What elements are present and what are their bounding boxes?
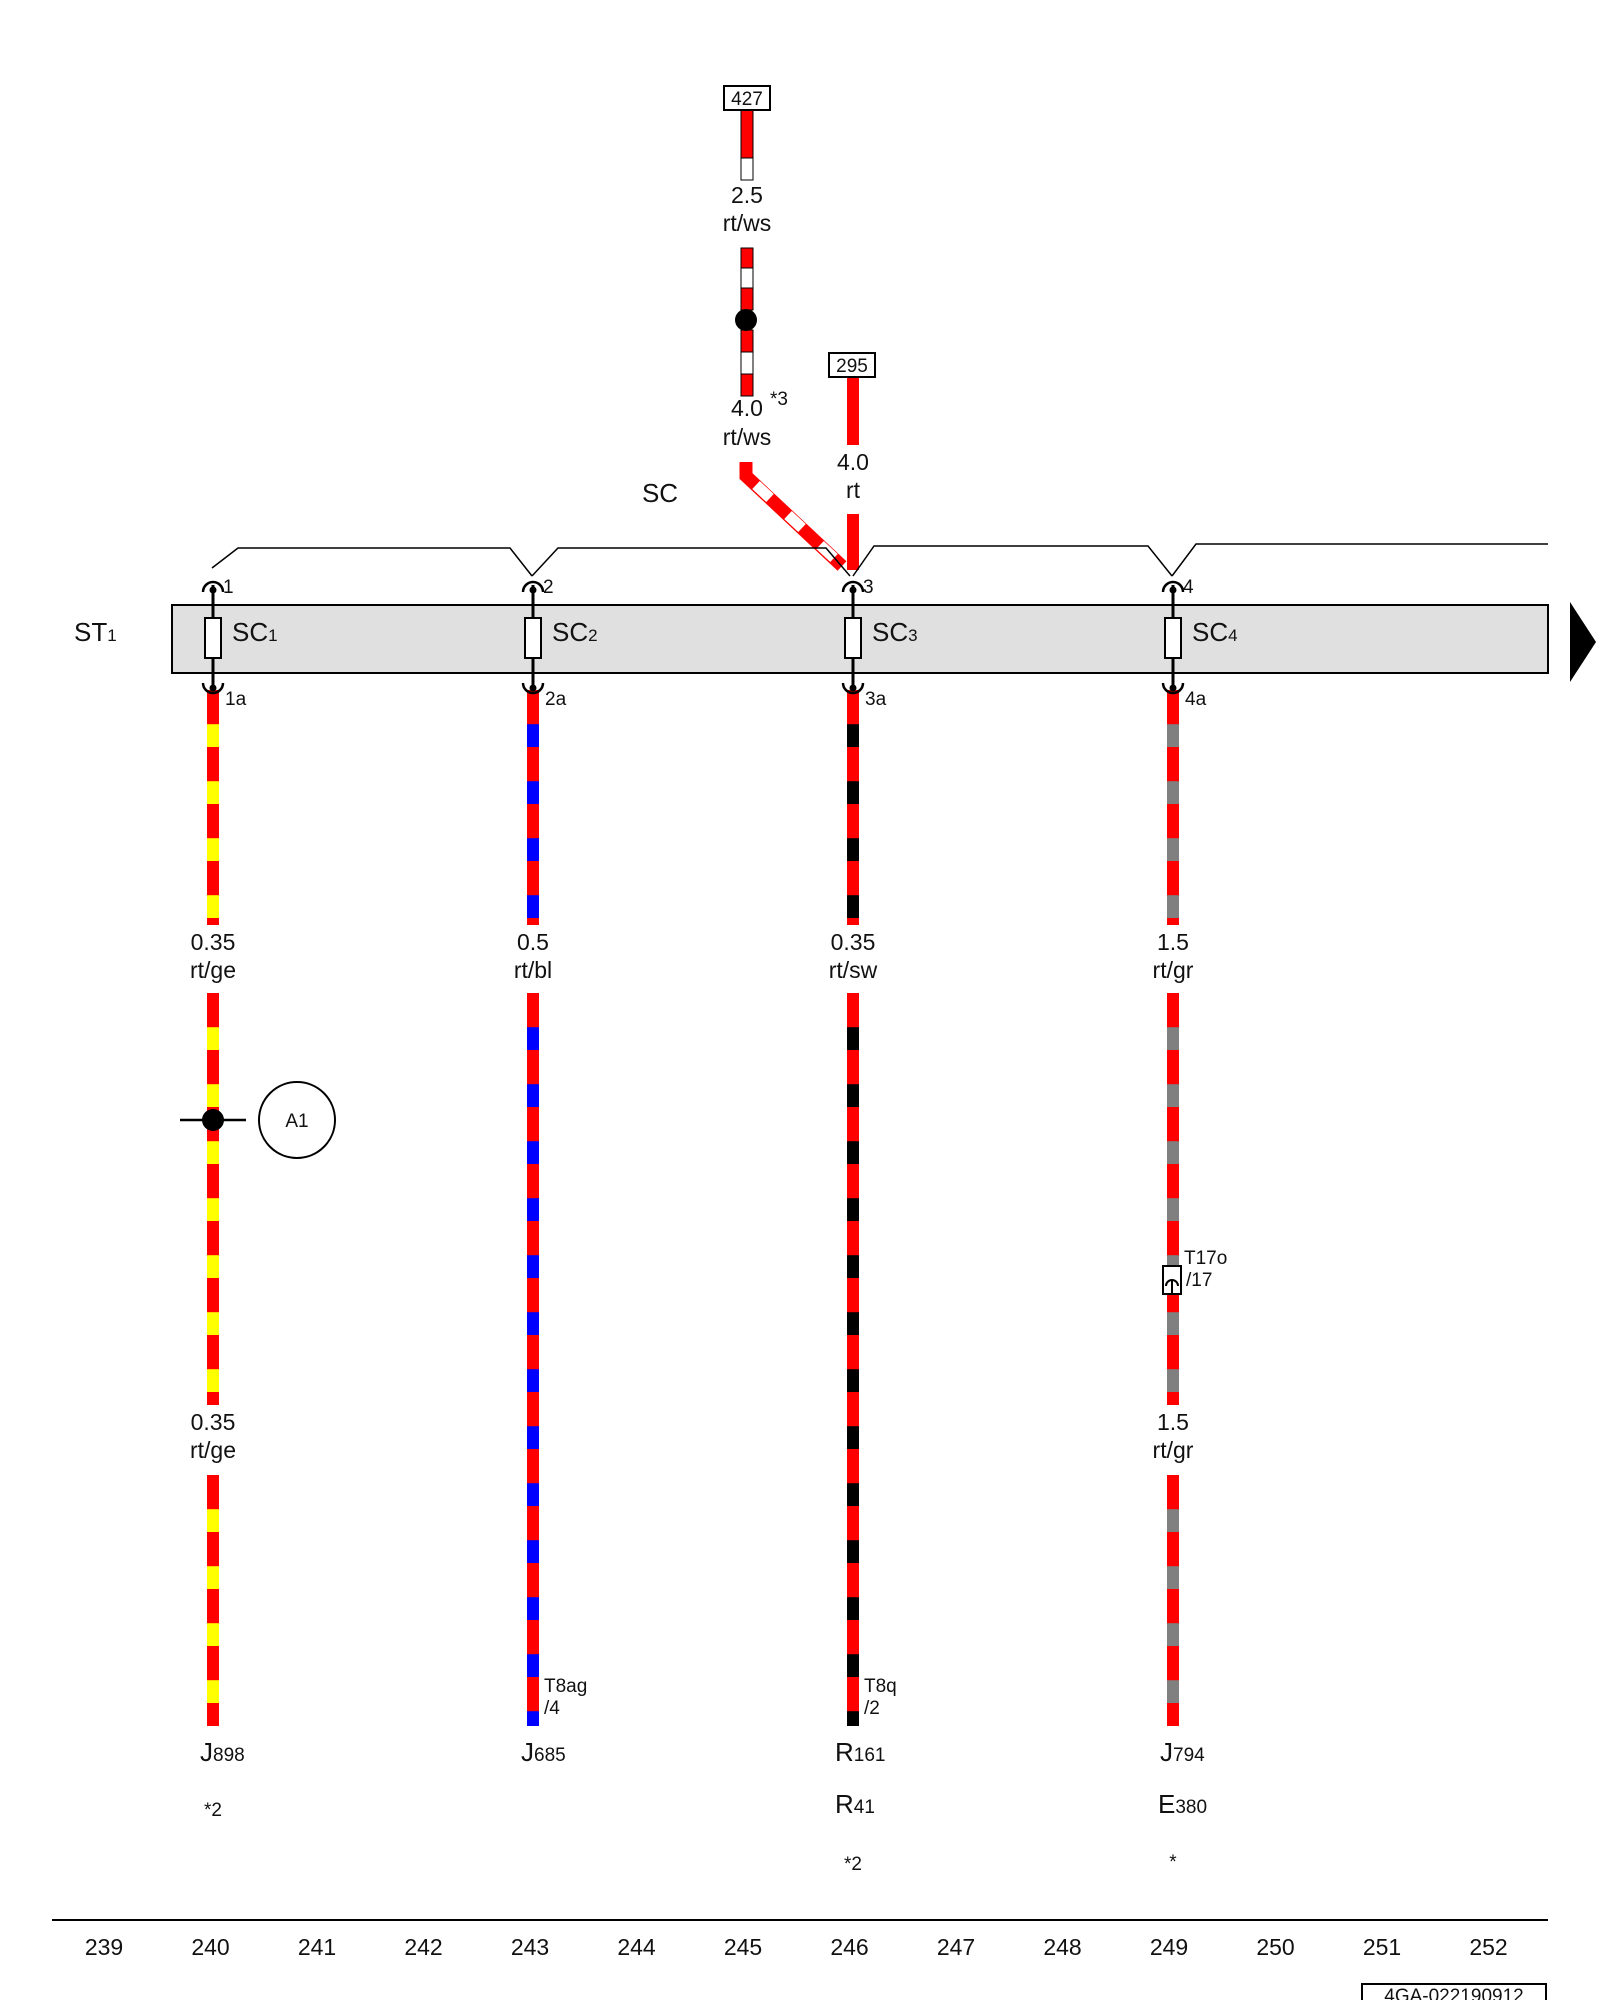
ruler-number: 244 (617, 1934, 656, 1960)
feed427-size-top: 2.5 (731, 182, 763, 208)
c1-w1-size: 0.35 (191, 929, 236, 955)
circuit-3-wire-lower (847, 993, 859, 1726)
fuse-sc4[interactable]: SC4 4 4a (1161, 577, 1238, 710)
c2-w1-color: rt/bl (514, 957, 552, 983)
component-e380: E380 (1158, 1789, 1207, 1819)
fuse-sc2[interactable]: SC2 2 2a (521, 577, 598, 710)
feed427-color-top: rt/ws (723, 210, 772, 236)
fuse-sc3-label: SC3 (872, 617, 918, 647)
ref-295-label: 295 (836, 356, 868, 377)
circuit-4-wire-lower (1167, 1475, 1179, 1726)
ruler-number: 249 (1150, 1934, 1188, 1960)
ruler-number: 247 (937, 1934, 975, 1960)
ruler-number: 252 (1469, 1934, 1507, 1960)
pin-4a: 4a (1185, 689, 1207, 710)
component-j794: J794 (1160, 1737, 1205, 1767)
c3-w1-color: rt/sw (829, 957, 878, 983)
ruler-number: 246 (830, 1934, 868, 1960)
fuse-sc1[interactable]: SC1 1 1a (201, 577, 278, 710)
circuit-3-wire-upper (847, 690, 859, 925)
bus-line-4 (1171, 543, 1548, 577)
feed-splice-dot (735, 309, 757, 331)
pin-2a: 2a (545, 689, 567, 710)
circuit-1-wire-upper (207, 690, 219, 925)
feed295-size: 4.0 (837, 449, 869, 475)
c3-connector-line1: T8q (864, 1676, 897, 1697)
c2-connector-line1: T8ag (544, 1676, 587, 1697)
bus-line-2 (531, 547, 851, 577)
pin-2: 2 (543, 577, 554, 598)
ruler-number: 248 (1043, 1934, 1081, 1960)
circuit-1-wire-lower (207, 1475, 219, 1726)
fuse-sc2-label: SC2 (552, 617, 598, 647)
pin-1a: 1a (225, 689, 247, 710)
bus-line-3 (852, 545, 1173, 577)
ruler-number: 251 (1363, 1934, 1401, 1960)
st1-label: ST1 (74, 617, 117, 647)
c1-w1-color: rt/ge (190, 957, 236, 983)
c1-w2-size: 0.35 (191, 1409, 236, 1435)
component-j898: J898 (200, 1737, 245, 1767)
wire-segments (207, 109, 1179, 1726)
ruler-numbers: 239 240 241 242 243 244 245 246 247 248 249 250 251 2… (85, 1934, 1508, 1960)
feed427-size-bottom: 4.0 (731, 395, 763, 421)
ruler-number: 240 (191, 1934, 229, 1960)
sc-label: SC (642, 478, 678, 508)
component-r41: R41 (835, 1789, 875, 1819)
feed-wire-427-diagonal (739, 462, 847, 571)
fuse-sc1-label: SC1 (232, 617, 278, 647)
fuse-sc3[interactable]: SC3 3 3a (841, 577, 918, 710)
c4-note: * (1169, 1852, 1177, 1873)
c3-note: *2 (844, 1854, 862, 1875)
ref-box-427: 427 (723, 85, 771, 111)
pin-1: 1 (223, 577, 234, 598)
splice-a1[interactable]: A1 (180, 1081, 336, 1159)
bus-line-1 (211, 547, 533, 577)
c2-connector-line2: /4 (544, 1698, 560, 1719)
circuit-2-wire-lower (527, 993, 539, 1726)
fuse-sc4-label: SC4 (1192, 617, 1238, 647)
c3-w1-size: 0.35 (831, 929, 876, 955)
feed-wire-295 (847, 377, 859, 570)
c4-w1-size: 1.5 (1157, 929, 1189, 955)
feed427-note: *3 (770, 389, 788, 410)
circuit-1-wire-middle (207, 993, 219, 1405)
pin-3: 3 (863, 577, 874, 598)
circuit-2-wire-upper (527, 690, 539, 925)
feed295-color: rt (846, 477, 861, 503)
component-j685: J685 (521, 1737, 566, 1767)
c4-w2-color: rt/gr (1153, 1437, 1194, 1463)
doc-id: 4GA-022190912 (1384, 1986, 1523, 2000)
feed-wire-427 (740, 109, 754, 397)
c4-w2-size: 1.5 (1157, 1409, 1189, 1435)
ruler-number: 241 (298, 1934, 336, 1960)
c1-w2-color: rt/ge (190, 1437, 236, 1463)
component-r161: R161 (835, 1737, 885, 1767)
ruler-number: 239 (85, 1934, 123, 1960)
pin-3a: 3a (865, 689, 887, 710)
c1-note: *2 (204, 1800, 222, 1821)
feed427-color-bottom: rt/ws (723, 424, 772, 450)
circuit-4-wire-upper (1167, 690, 1179, 925)
continue-arrow[interactable] (1570, 602, 1596, 682)
c2-w1-size: 0.5 (517, 929, 549, 955)
ruler-number: 242 (404, 1934, 442, 1960)
ref-box-295: 295 (828, 352, 876, 378)
connector-t17o-symbol (1162, 1265, 1182, 1295)
c4-w1-color: rt/gr (1153, 957, 1194, 983)
circuit-4-wire-middle (1167, 993, 1179, 1405)
doc-id-box: 4GA-022190912 (1361, 1983, 1547, 2000)
pin-4: 4 (1183, 577, 1194, 598)
ruler-number: 250 (1256, 1934, 1294, 1960)
splice-a1-label: A1 (285, 1111, 308, 1132)
fuses: SC1 1 1a SC2 2 2a SC3 3 3a SC4 4 4a (201, 577, 1238, 710)
connector-t17o-line1: T17o (1184, 1248, 1227, 1269)
ruler-number: 243 (511, 1934, 549, 1960)
ref-427-label: 427 (731, 89, 763, 110)
c3-connector-line2: /2 (864, 1698, 880, 1719)
ruler-number: 245 (724, 1934, 762, 1960)
connector-t17o-line2: /17 (1186, 1270, 1212, 1291)
